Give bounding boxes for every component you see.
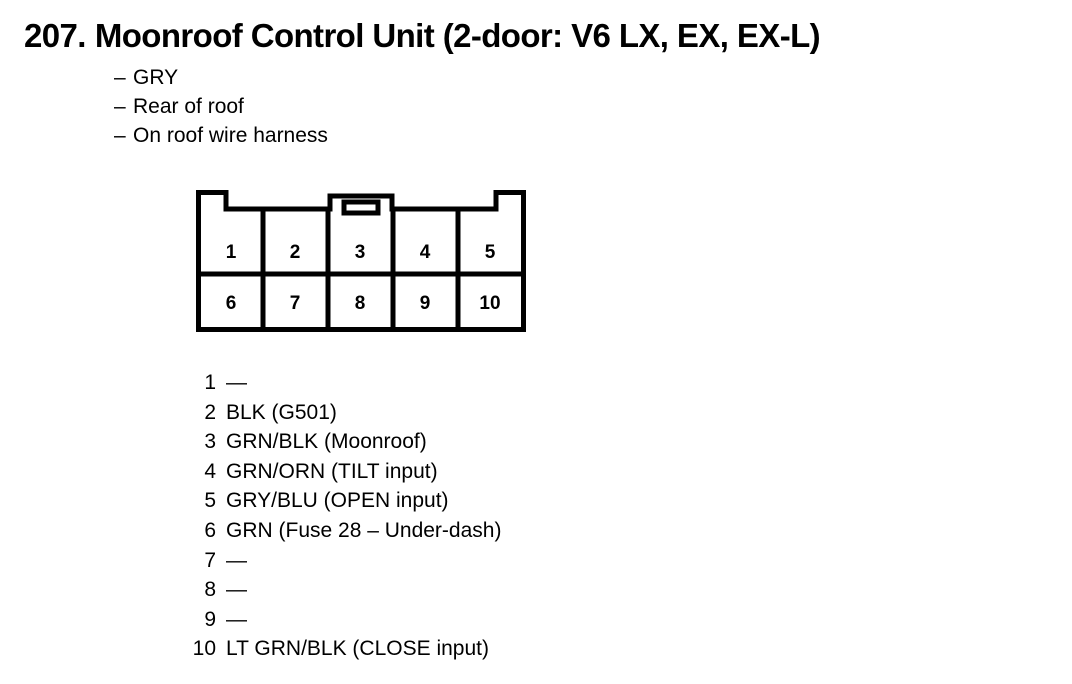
connector-pin-5: 5: [485, 242, 496, 263]
pin-legend-row: 7 —: [150, 549, 501, 579]
subtitle-list: – GRY – Rear of roof – On roof wire harn…: [114, 66, 328, 153]
subtitle-line-location: – Rear of roof: [114, 95, 328, 124]
subtitle-label: On roof wire harness: [133, 124, 328, 147]
subtitle-line-harness: – On roof wire harness: [114, 124, 328, 153]
pin-legend-number: 6: [204, 518, 216, 542]
pin-legend-number: 7: [204, 548, 216, 572]
subtitle-label: Rear of roof: [133, 95, 244, 118]
pin-legend-number: 4: [204, 459, 216, 483]
connector-pin-6: 6: [226, 293, 237, 314]
pin-legend-description: —: [226, 578, 247, 602]
pin-legend-row: 9 —: [150, 608, 501, 638]
pin-legend-description: GRN (Fuse 28 – Under-dash): [226, 518, 502, 542]
pin-legend-number: 2: [204, 400, 216, 424]
connector-bottom-row-numbers: 6 7 8 9 10: [226, 293, 501, 314]
connector-pin-10: 10: [479, 293, 500, 314]
pin-legend-description: BLK (G501): [226, 400, 337, 424]
subtitle-label: GRY: [133, 66, 179, 89]
pin-legend-description: —: [226, 548, 247, 572]
pin-legend-number: 8: [204, 578, 216, 602]
connector-pin-2: 2: [290, 242, 301, 263]
pin-legend-list: 1 — 2 BLK (G501) 3 GRN/BLK (Moonroof) 4 …: [150, 371, 502, 667]
connector-pin-7: 7: [290, 293, 301, 314]
dash-icon: –: [114, 95, 126, 118]
connector-column-dividers: [260, 209, 461, 330]
pin-legend-row: 1 —: [150, 371, 501, 401]
dash-icon: –: [114, 66, 126, 89]
pin-legend-row: 10 LT GRN/BLK (CLOSE input): [150, 637, 501, 667]
pin-legend-row: 2 BLK (G501): [150, 401, 501, 431]
pin-legend-number: 1: [204, 371, 216, 394]
connector-latch-slot: [341, 199, 381, 216]
pin-legend-description: LT GRN/BLK (CLOSE input): [226, 637, 489, 661]
page-title-text: Moonroof Control Unit (2-door: V6 LX, EX…: [94, 17, 821, 54]
pin-legend-number: 3: [204, 430, 216, 454]
connector-diagram: 1 2 3 4 5 6 7 8 9 10: [196, 190, 526, 332]
subtitle-line-connector-color: – GRY: [114, 66, 328, 95]
pin-legend-number: 5: [204, 489, 216, 513]
pin-legend-description: —: [226, 371, 247, 394]
pin-legend-number: 10: [192, 637, 216, 661]
connector-pin-3: 3: [355, 242, 366, 263]
pin-legend-number: 9: [204, 607, 216, 631]
pin-legend-description: GRN/ORN (TILT input): [226, 459, 438, 483]
pin-legend-row: 5 GRY/BLU (OPEN input): [150, 489, 501, 519]
connector-top-row-numbers: 1 2 3 4 5: [226, 242, 496, 263]
dash-icon: –: [114, 124, 126, 147]
connector-pin-8: 8: [355, 293, 366, 314]
connector-pin-9: 9: [420, 293, 431, 314]
pin-legend-description: —: [226, 607, 247, 631]
connector-pin-1: 1: [226, 242, 237, 263]
pin-legend-row: 8 —: [150, 578, 501, 608]
page-title: 207.Moonroof Control Unit (2-door: V6 LX…: [24, 17, 821, 55]
pin-legend-row: 3 GRN/BLK (Moonroof): [150, 430, 501, 460]
pin-legend-description: GRN/BLK (Moonroof): [226, 430, 427, 454]
page-title-number: 207.: [24, 17, 86, 54]
pin-legend-row: 6 GRN (Fuse 28 – Under-dash): [150, 519, 501, 549]
connector-pin-4: 4: [420, 242, 431, 263]
pin-legend-description: GRY/BLU (OPEN input): [226, 489, 449, 513]
pin-legend-row: 4 GRN/ORN (TILT input): [150, 460, 501, 490]
